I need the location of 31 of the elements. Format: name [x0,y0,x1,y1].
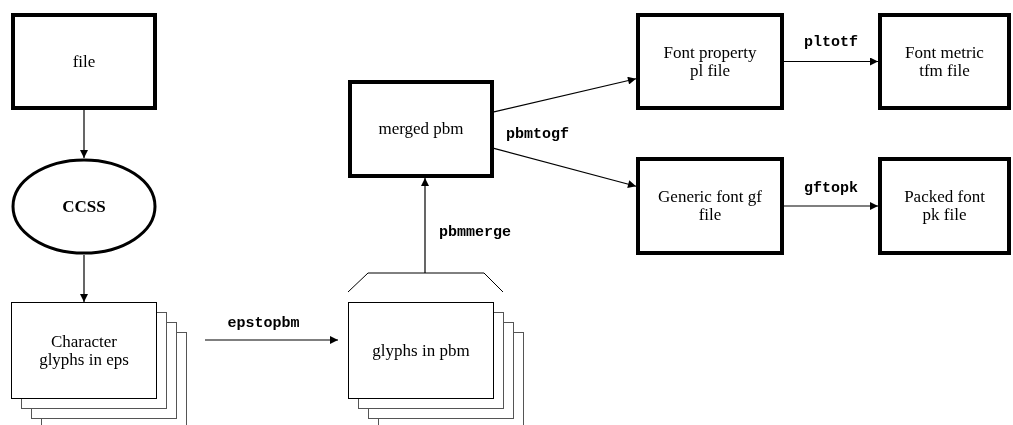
node-label: merged pbm [378,120,464,138]
node-label: Font metric tfm file [904,43,985,80]
arrow [80,109,88,159]
arrow [783,202,879,210]
arrow [493,76,637,113]
document-stack [11,302,187,425]
node-label: file [72,52,96,71]
process-box [636,13,784,110]
edge-label: pbmtogf [504,125,571,143]
process-ellipse [11,158,157,255]
arrow [421,177,429,274]
node-label: CCSS [62,197,106,216]
arrow [783,57,879,66]
process-box [348,80,494,178]
edge-label: pbmmerge [437,223,513,241]
edge-label: gftopk [802,180,860,197]
node-label: glyphs in pbm [372,341,470,360]
process-box [878,157,1011,255]
arrow [493,147,637,189]
node-label: Font property pl file [662,43,758,80]
edge-label: pltotf [802,33,860,51]
edge-label: epstopbm [225,315,302,332]
process-box [636,157,784,255]
node-label: Packed font pk file [903,188,986,224]
node-label: Generic font gf file [657,188,763,224]
process-box [11,13,157,110]
document-stack [348,273,524,425]
arrow [204,336,339,344]
arrow [80,254,88,303]
node-label: Character glyphs in eps [38,332,130,369]
process-box [878,13,1011,110]
